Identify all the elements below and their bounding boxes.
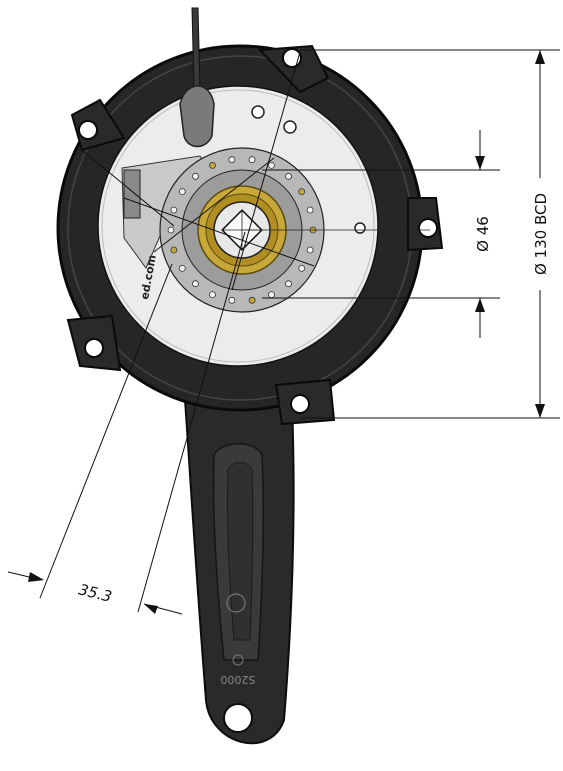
ring-dot [228, 296, 236, 304]
dot-ring [167, 156, 317, 304]
ring-dot [306, 206, 314, 214]
ring-dot [306, 246, 314, 254]
ring-dot [170, 206, 178, 214]
ring-dot [178, 264, 186, 272]
ring-dot [268, 291, 275, 299]
crank-arm: S2000 [183, 398, 295, 745]
housing-bolt [354, 222, 366, 234]
pedal-hole [223, 703, 253, 733]
ring-dot [298, 188, 306, 196]
bolt-hole-right [418, 218, 438, 238]
ring-dot [268, 161, 275, 169]
bcd-dimension: Ø 130 BCD [532, 50, 550, 418]
ring-dot [178, 188, 186, 196]
housing-bolt [283, 120, 297, 134]
ring-dot [298, 264, 306, 272]
bolt-hole-left-top [78, 120, 98, 140]
ring-dot [248, 156, 256, 164]
bcd-label: Ø 130 BCD [532, 193, 550, 275]
ring-dot [285, 172, 292, 180]
offset-label: 35.3 [77, 580, 114, 606]
model-text: S2000 [221, 673, 256, 686]
ring-dot [248, 296, 256, 304]
ring-dot [285, 280, 292, 288]
inner-diameter-label: Ø 46 [474, 216, 492, 252]
ring-dot [192, 172, 199, 180]
ring-dot [192, 280, 199, 288]
ring-dot [209, 291, 216, 299]
bolt-hole-bottom [290, 394, 310, 414]
ring-dot [228, 156, 236, 164]
arm-logo-icon [226, 593, 246, 613]
ring-dot [209, 161, 216, 169]
housing-bolt [251, 105, 265, 119]
ring-dot [167, 226, 175, 234]
inner-diameter-dimension: Ø 46 [474, 130, 492, 338]
offset-dimension: 35.3 [7, 571, 183, 615]
bolt-hole-left-bottom [84, 338, 104, 358]
ring-dot [170, 246, 178, 254]
dimension-geometry [39, 49, 560, 613]
